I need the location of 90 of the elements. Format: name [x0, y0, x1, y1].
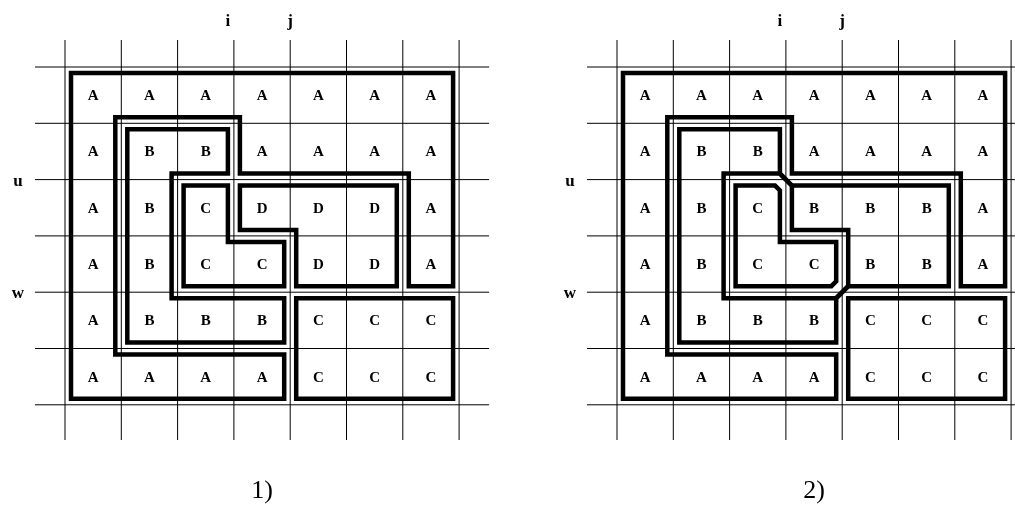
cell-letter: D: [368, 256, 382, 272]
cell-letter: B: [808, 200, 821, 216]
cell-letter: A: [199, 87, 213, 103]
cell-letter: B: [920, 200, 933, 216]
cell-letter: A: [86, 312, 100, 328]
cell-letter: C: [368, 312, 382, 328]
cell-letter: A: [863, 87, 877, 103]
cell-letter: A: [920, 87, 934, 103]
cell-letter: A: [424, 200, 438, 216]
cell-letter: A: [86, 143, 100, 159]
cell-letter: B: [695, 143, 708, 159]
cell-letter: A: [86, 87, 100, 103]
grid-line-label: j: [838, 11, 846, 29]
cell-letter: C: [976, 312, 990, 328]
cell-letter: D: [368, 200, 382, 216]
grid-line-label: j: [286, 11, 294, 29]
cell-letter: B: [143, 256, 156, 272]
cell-letter: A: [695, 369, 708, 385]
cell-letter: A: [638, 369, 652, 385]
cell-letter: A: [976, 143, 990, 159]
cell-letter: A: [638, 312, 652, 328]
cell-letter: A: [807, 369, 821, 385]
cell-letter: A: [199, 369, 213, 385]
cell-letter: A: [368, 143, 382, 159]
panel-label: 1): [250, 477, 274, 503]
cell-letter: A: [807, 87, 821, 103]
cell-letter: C: [424, 312, 438, 328]
cell-letter: B: [695, 256, 708, 272]
cell-letter: A: [143, 369, 156, 385]
cell-letter: B: [808, 312, 821, 328]
cell-letter: A: [368, 87, 382, 103]
cell-letter: A: [751, 369, 765, 385]
cell-letter: A: [863, 143, 877, 159]
cell-letter: D: [311, 256, 325, 272]
cell-letter: A: [255, 143, 269, 159]
cell-letter: A: [638, 143, 652, 159]
cell-letter: B: [695, 312, 708, 328]
cell-letter: A: [255, 87, 269, 103]
cell-letter: B: [695, 200, 708, 216]
cell-letter: B: [864, 256, 877, 272]
cell-letter: B: [143, 312, 156, 328]
cell-letter: B: [199, 143, 212, 159]
cell-letter: B: [751, 143, 764, 159]
cell-letter: C: [976, 369, 990, 385]
cell-letter: C: [311, 312, 325, 328]
cell-letter: C: [920, 312, 934, 328]
cell-letter: A: [638, 256, 652, 272]
cell-letter: C: [368, 369, 382, 385]
cell-letter: C: [863, 312, 877, 328]
cell-letter: B: [143, 143, 156, 159]
cell-letter: C: [920, 369, 934, 385]
cell-letter: B: [199, 312, 212, 328]
cell-letter: B: [256, 312, 269, 328]
cell-letter: C: [751, 256, 765, 272]
cell-letter: A: [976, 87, 990, 103]
cell-letter: A: [86, 256, 100, 272]
cell-letter: D: [255, 200, 269, 216]
cell-letter: A: [751, 87, 765, 103]
cell-letter: A: [424, 143, 438, 159]
cell-letter: B: [920, 256, 933, 272]
cell-letter: C: [863, 369, 877, 385]
cell-letter: A: [311, 143, 325, 159]
grid-line-label: i: [776, 11, 784, 29]
cell-letter: C: [255, 256, 269, 272]
cell-letter: C: [199, 256, 213, 272]
cell-letter: C: [199, 200, 213, 216]
cell-letter: A: [86, 200, 100, 216]
cell-letter: A: [920, 143, 934, 159]
cell-letter: A: [255, 369, 269, 385]
cell-letter: C: [424, 369, 438, 385]
cell-letter: A: [143, 87, 156, 103]
cell-letter: C: [311, 369, 325, 385]
cell-letter: A: [976, 200, 990, 216]
cell-letter: A: [976, 256, 990, 272]
cell-letter: C: [807, 256, 821, 272]
cell-letter: A: [695, 87, 708, 103]
cell-letter: B: [751, 312, 764, 328]
cell-letter: A: [638, 200, 652, 216]
grid-line-label: i: [224, 11, 232, 29]
cell-letter: A: [424, 256, 438, 272]
panel-label: 2): [802, 477, 826, 503]
cell-letter: A: [311, 87, 325, 103]
cell-letter: B: [143, 200, 156, 216]
cell-letter: A: [86, 369, 100, 385]
cell-letter: C: [751, 200, 765, 216]
cell-letter: A: [424, 87, 438, 103]
cell-letter: A: [638, 87, 652, 103]
cell-letter: D: [311, 200, 325, 216]
cell-letter: B: [864, 200, 877, 216]
cell-letter: A: [807, 143, 821, 159]
